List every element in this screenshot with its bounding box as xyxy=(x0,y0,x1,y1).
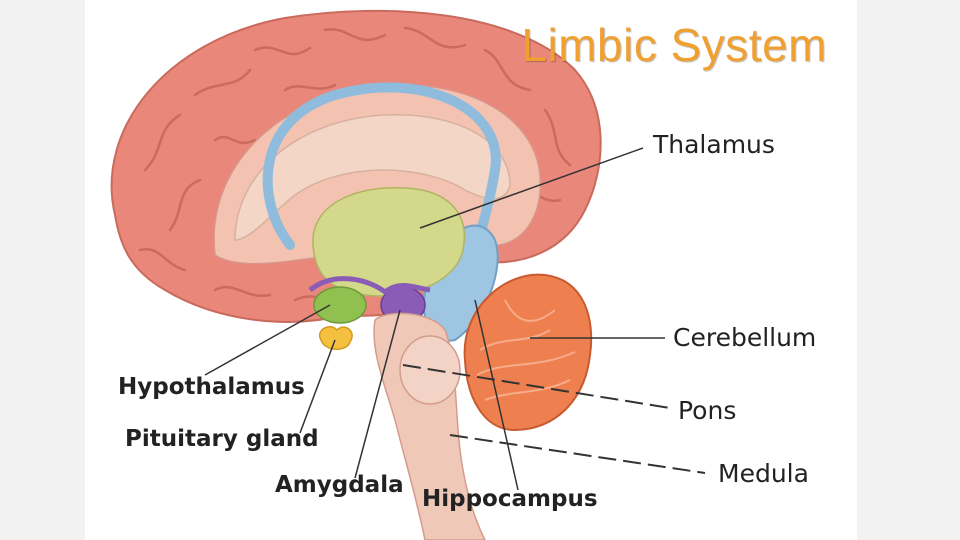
medula-leader xyxy=(449,434,706,474)
label-amygdala: Amygdala xyxy=(275,472,404,498)
brain-diagram xyxy=(110,9,706,540)
label-thalamus: Thalamus xyxy=(653,130,775,159)
amygdala-leader xyxy=(354,309,401,479)
slide-title: Limbic System xyxy=(521,19,827,71)
label-pons: Pons xyxy=(678,396,737,425)
pituitary-leader xyxy=(299,339,336,434)
limbic-tract xyxy=(308,276,431,296)
label-cerebellum: Cerebellum xyxy=(673,323,817,352)
hypothalamus xyxy=(313,286,367,324)
thalamus-leader xyxy=(419,147,644,229)
slide: Limbic System Thalamus Cerebellum Pons M… xyxy=(85,0,857,540)
pons-leader xyxy=(402,364,671,409)
cerebellum-folia xyxy=(476,299,576,401)
label-hippocampus: Hippocampus xyxy=(422,486,598,512)
label-pituitary-gland: Pituitary gland xyxy=(125,426,319,452)
hippocampus-leader xyxy=(474,299,519,491)
pituitary-gland xyxy=(318,326,353,350)
corpus-callosum xyxy=(234,114,511,241)
label-hypothalamus: Hypothalamus xyxy=(118,374,305,400)
label-medula: Medula xyxy=(718,459,809,488)
hypothalamus-leader xyxy=(204,304,331,376)
